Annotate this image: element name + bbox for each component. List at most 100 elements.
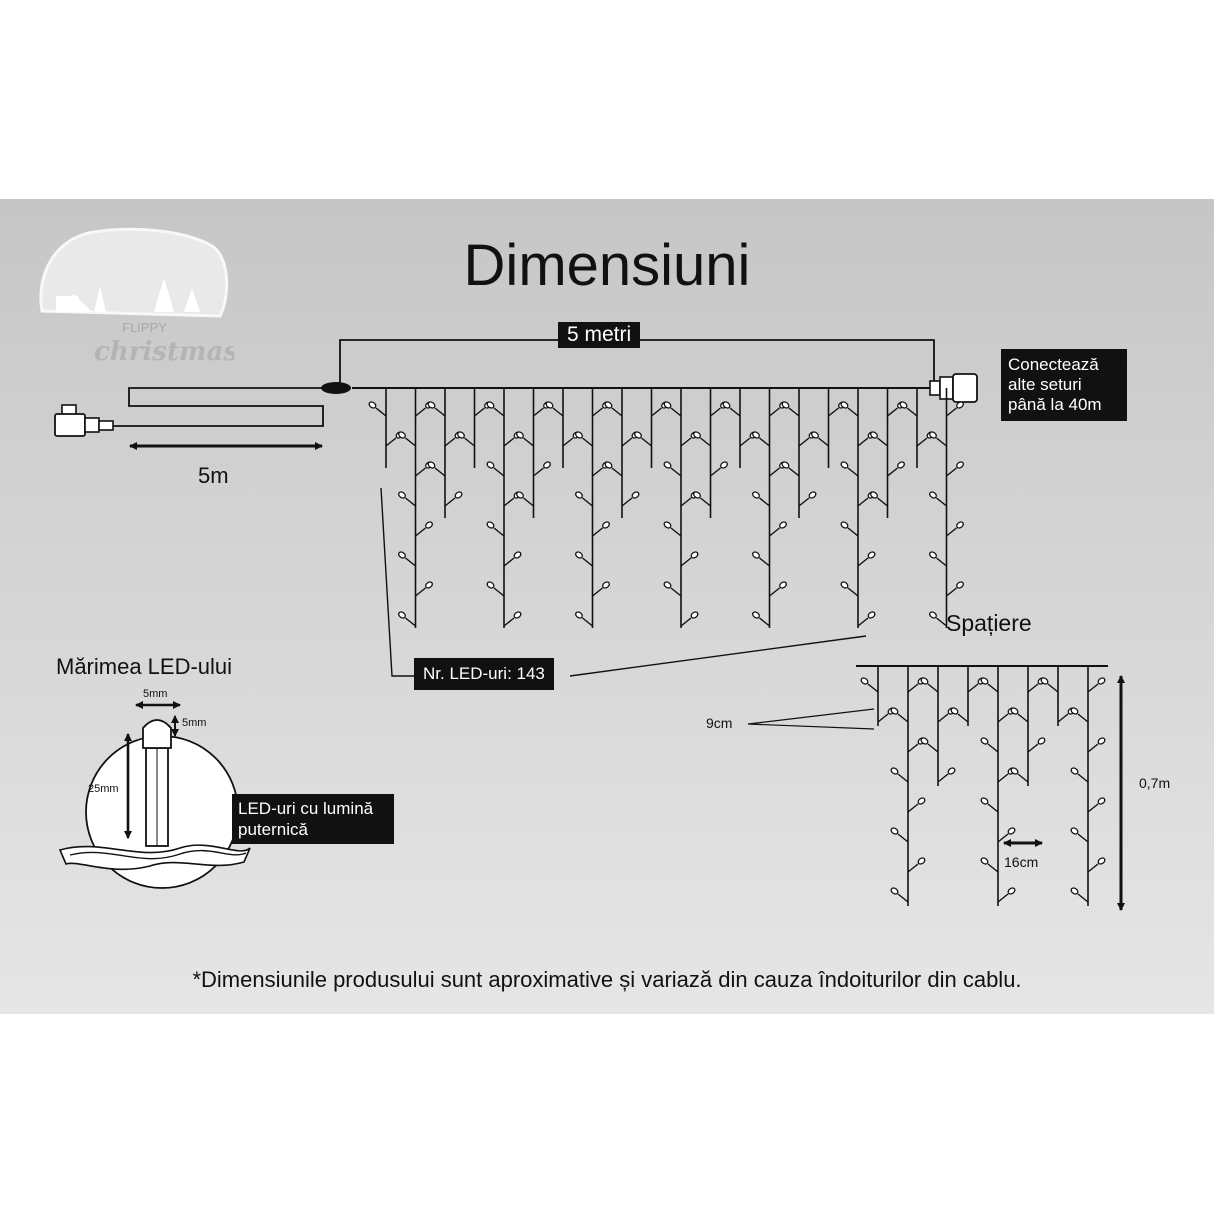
- led-twig: [997, 833, 1009, 843]
- led-bulb: [690, 611, 699, 619]
- led-twig: [847, 407, 859, 417]
- led-count-pointer-right: [569, 635, 867, 677]
- led-twig: [936, 617, 947, 627]
- led-twig: [533, 467, 544, 477]
- led-bulb: [980, 857, 989, 865]
- led-twig: [897, 893, 909, 903]
- led-twig: [611, 467, 623, 477]
- led-bulb: [1070, 767, 1079, 775]
- led-twig: [700, 497, 711, 507]
- led-twig: [405, 557, 416, 567]
- led-bulb: [929, 491, 937, 499]
- led-twig: [1087, 803, 1099, 813]
- led-twig: [503, 497, 515, 507]
- led-size-title: Mărimea LED-ului: [56, 654, 233, 679]
- led-bulb: [779, 581, 787, 589]
- end-connector-icon: [929, 373, 978, 403]
- led-twig: [907, 743, 919, 753]
- led-bulb: [929, 611, 937, 619]
- led-twig: [1017, 713, 1029, 723]
- led-twig: [493, 407, 505, 417]
- led-bulb: [867, 611, 876, 619]
- led-twig: [907, 683, 919, 693]
- led-bulb: [575, 431, 583, 439]
- led-bulb: [1070, 827, 1079, 835]
- led-twig: [1027, 683, 1039, 693]
- led-twig: [987, 803, 999, 813]
- curtain-length-label: 5 metri: [558, 322, 641, 348]
- led-twig: [592, 407, 603, 417]
- led-bulb: [1097, 857, 1106, 865]
- led-bulb: [811, 431, 819, 439]
- led-count-pointer: [380, 487, 414, 677]
- led-bulb: [486, 521, 495, 529]
- led-bulb: [1097, 677, 1106, 685]
- led-twig: [592, 587, 603, 597]
- led-twig: [798, 497, 810, 507]
- led-twig: [592, 467, 603, 477]
- led-bulb: [890, 827, 899, 835]
- led-twig: [946, 407, 957, 417]
- led-twig: [444, 497, 456, 507]
- led-twig: [897, 713, 909, 723]
- led-twig: [828, 407, 839, 417]
- led-bulb: [602, 581, 610, 589]
- led-twig: [670, 587, 682, 597]
- led-bulb: [1070, 707, 1079, 715]
- led-bulb: [663, 461, 672, 469]
- spacing-diagram: [747, 665, 1125, 911]
- led-twig: [857, 557, 869, 567]
- led-twig: [641, 437, 652, 447]
- led-bulb: [454, 491, 463, 499]
- led-twig: [936, 497, 947, 507]
- led-bulb: [840, 461, 849, 469]
- led-twig: [434, 407, 446, 417]
- led-twig: [582, 617, 593, 627]
- led-twig: [987, 863, 999, 873]
- led-twig: [739, 437, 751, 447]
- led-twig: [405, 497, 416, 507]
- led-bulb: [1070, 887, 1079, 895]
- led-bulb: [840, 521, 849, 529]
- led-twig: [503, 557, 515, 567]
- led-twig: [474, 407, 485, 417]
- led-bulb: [950, 707, 959, 715]
- led-bulb: [890, 707, 899, 715]
- led-bulb: [486, 461, 495, 469]
- led-twig: [857, 497, 869, 507]
- led-twig: [967, 683, 979, 693]
- led-bulb: [956, 581, 964, 589]
- led-twig: [788, 407, 800, 417]
- led-bulb: [781, 401, 790, 409]
- led-bulb: [752, 611, 760, 619]
- led-twig: [405, 437, 416, 447]
- led-twig: [503, 617, 515, 627]
- led-twig: [444, 437, 456, 447]
- led-twig: [1027, 743, 1039, 753]
- led-bulb: [486, 401, 495, 409]
- led-bulb: [634, 431, 642, 439]
- led-bulb: [867, 551, 876, 559]
- led-bulb: [398, 611, 406, 619]
- led-twig: [818, 437, 829, 447]
- led-bulb: [457, 431, 465, 439]
- led-twig: [887, 407, 898, 417]
- led-twig: [1047, 683, 1059, 693]
- led-twig: [670, 527, 682, 537]
- led-twig: [523, 497, 534, 507]
- led-bulb: [398, 431, 406, 439]
- led-bulb: [663, 401, 672, 409]
- led-twig: [916, 437, 928, 447]
- led-twig: [611, 407, 623, 417]
- led-bulb: [917, 857, 926, 865]
- led-twig: [1077, 893, 1089, 903]
- connect-info-box: Conectează alte seturi până la 40m: [1001, 349, 1127, 421]
- led-twig: [997, 893, 1009, 903]
- led-twig: [621, 437, 633, 447]
- power-plug-icon: [54, 404, 114, 437]
- lead-cable: [113, 387, 330, 427]
- drop-gap-pointer: [747, 708, 875, 730]
- led-bulb: [956, 461, 964, 469]
- led-twig: [415, 587, 426, 597]
- led-twig: [946, 527, 957, 537]
